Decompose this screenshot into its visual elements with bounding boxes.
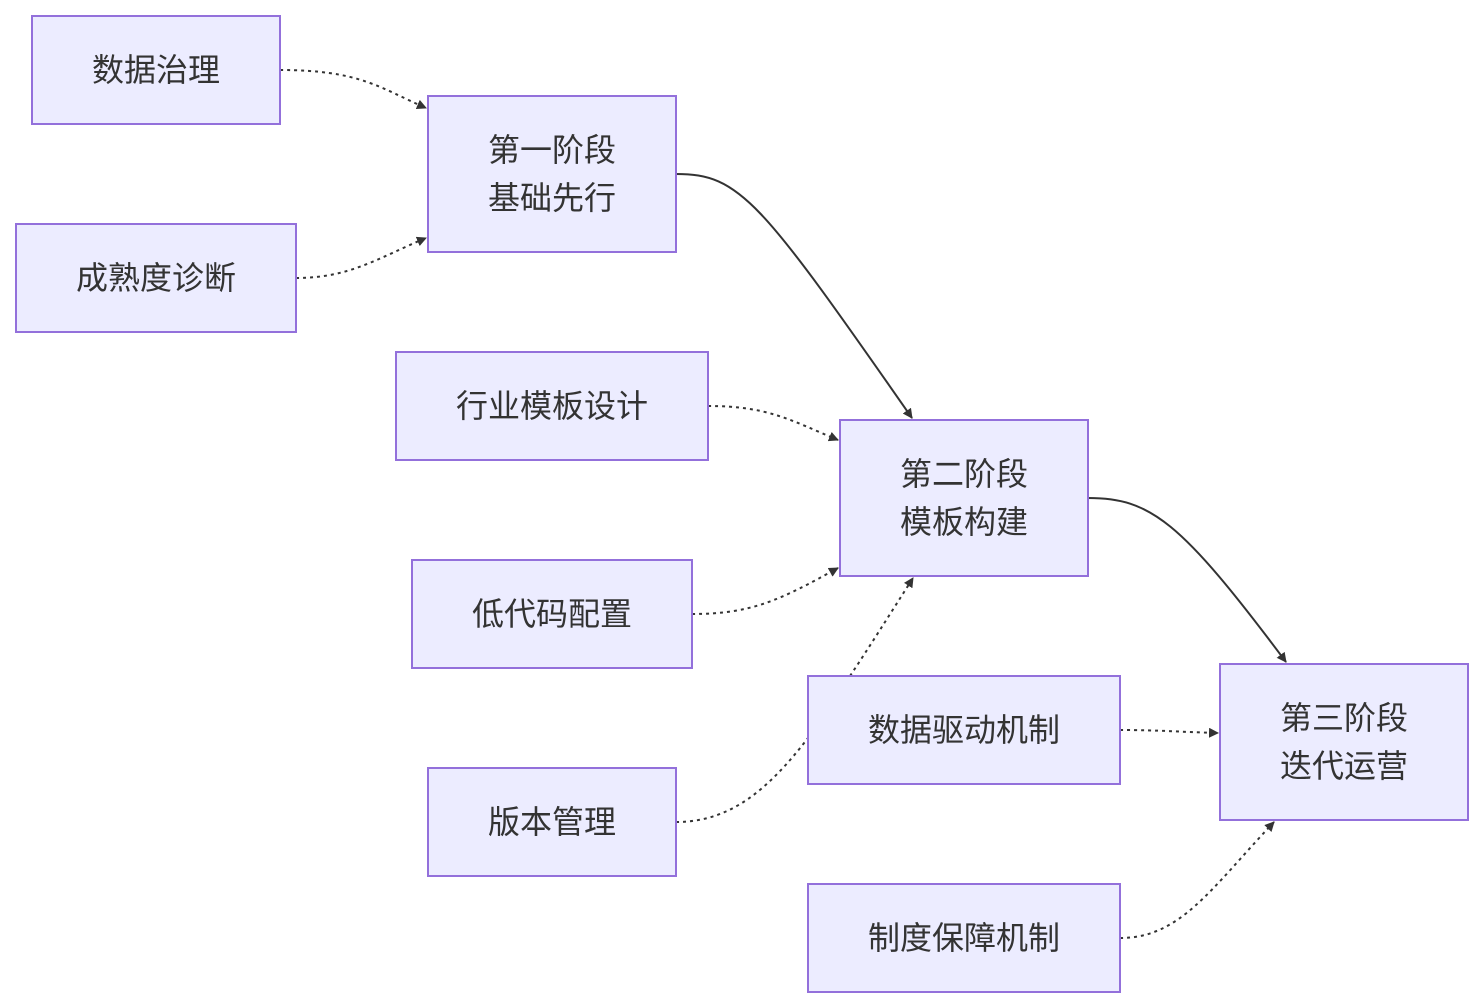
edge-stage2-to-stage3 xyxy=(1087,497,1287,663)
edge-stage1-to-stage2 xyxy=(675,173,913,419)
node-box-institutional-guarantee xyxy=(807,883,1121,993)
node-box-data-governance xyxy=(31,15,281,125)
node-label-stage3-line-1: 迭代运营 xyxy=(1280,747,1408,785)
node-label-stage1-line-0: 第一阶段 xyxy=(488,131,616,169)
node-label-version-management-line-0: 版本管理 xyxy=(488,803,616,841)
edges xyxy=(279,69,1287,939)
node-box-low-code-config xyxy=(411,559,693,669)
node-label-data-driven-mechanism-line-0: 数据驱动机制 xyxy=(868,711,1060,749)
edge-maturity-diagnosis-to-stage1 xyxy=(295,236,427,279)
edge-industry-template-design-to-stage2 xyxy=(707,405,839,442)
node-box-stage3 xyxy=(1219,663,1469,821)
edge-low-code-config-to-stage2 xyxy=(691,567,839,615)
node-industry-template-design: 行业模板设计 xyxy=(395,351,709,461)
node-label-stage1-line-1: 基础先行 xyxy=(488,179,616,217)
node-box-stage1 xyxy=(427,95,677,253)
node-box-maturity-diagnosis xyxy=(15,223,297,333)
node-data-governance: 数据治理 xyxy=(31,15,281,125)
node-institutional-guarantee: 制度保障机制 xyxy=(807,883,1121,993)
node-box-version-management xyxy=(427,767,677,877)
node-label-institutional-guarantee-line-0: 制度保障机制 xyxy=(868,919,1060,957)
node-data-driven-mechanism: 数据驱动机制 xyxy=(807,675,1121,785)
node-box-stage2 xyxy=(839,419,1089,577)
node-box-data-driven-mechanism xyxy=(807,675,1121,785)
edge-data-driven-mechanism-to-stage3 xyxy=(1119,727,1219,738)
node-maturity-diagnosis: 成熟度诊断 xyxy=(15,223,297,333)
node-label-stage2-line-0: 第二阶段 xyxy=(900,455,1028,493)
node-box-industry-template-design xyxy=(395,351,709,461)
node-label-industry-template-design-line-0: 行业模板设计 xyxy=(456,387,648,425)
node-version-management: 版本管理 xyxy=(427,767,677,877)
node-label-maturity-diagnosis-line-0: 成熟度诊断 xyxy=(76,259,236,297)
node-label-stage2-line-1: 模板构建 xyxy=(900,503,1028,541)
node-low-code-config: 低代码配置 xyxy=(411,559,693,669)
node-label-data-governance-line-0: 数据治理 xyxy=(92,51,220,89)
edge-institutional-guarantee-to-stage3 xyxy=(1119,821,1275,939)
node-label-stage3-line-0: 第三阶段 xyxy=(1280,699,1408,737)
edge-data-governance-to-stage1 xyxy=(279,69,427,109)
node-label-low-code-config-line-0: 低代码配置 xyxy=(472,595,632,633)
